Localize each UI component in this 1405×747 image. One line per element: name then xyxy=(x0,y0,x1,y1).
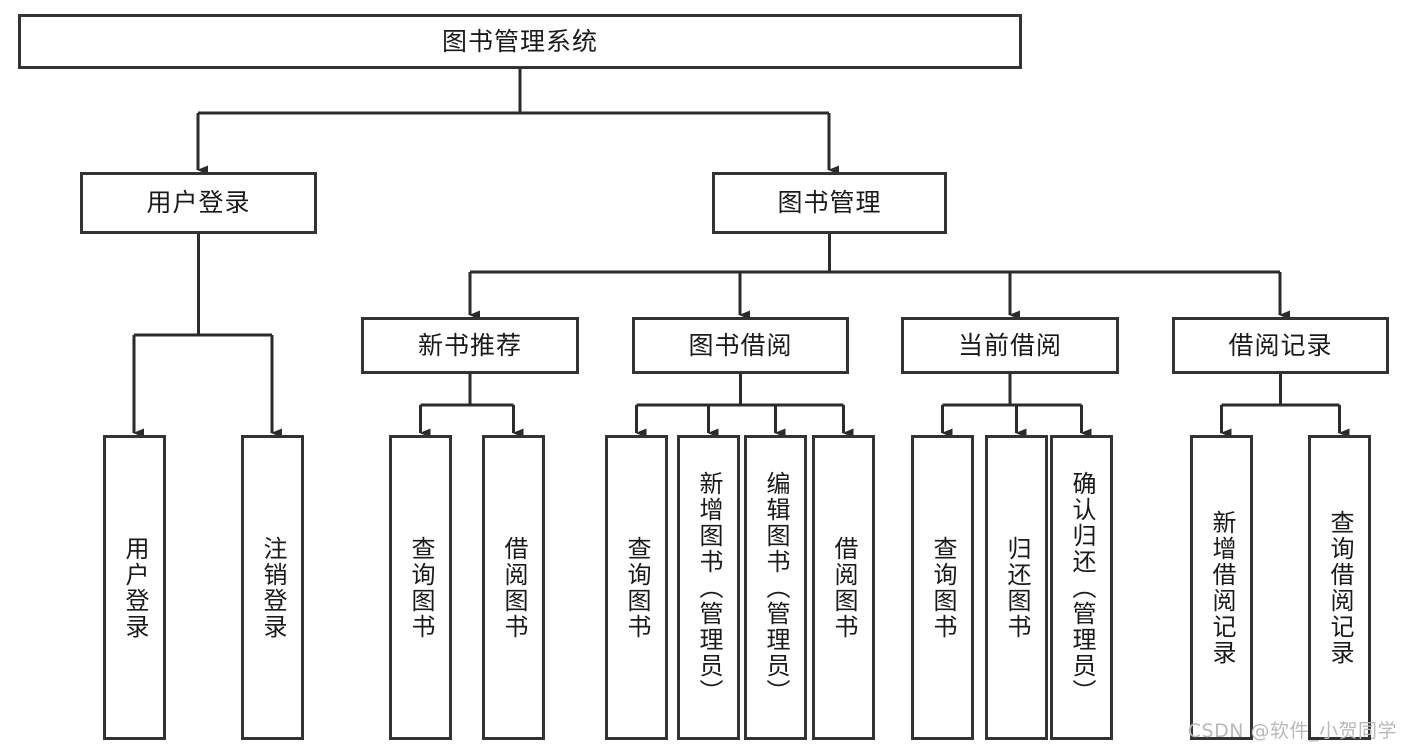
leaf-label: 确认归还（管理员） xyxy=(1067,470,1096,705)
leaf-label: 查询图书 xyxy=(928,535,957,640)
node-root-root[interactable]: 图书管理系统 xyxy=(18,14,1022,69)
leaf-label: 编辑图书（管理员） xyxy=(761,470,790,705)
leaf-label: 借阅图书 xyxy=(499,535,528,640)
leaf-label: 新增图书（管理员） xyxy=(694,470,723,705)
node-leaf-leaf-borrow-book[interactable]: 借阅图书 xyxy=(812,435,875,740)
node-label: 图书借阅 xyxy=(688,330,793,360)
node-label: 图书管理系统 xyxy=(441,26,598,56)
csdn-watermark: CSDN @软件_小贺同学 xyxy=(1187,720,1397,742)
node-label: 图书管理 xyxy=(777,188,882,218)
node-leaf-leaf-logout-login[interactable]: 注销登录 xyxy=(241,435,304,740)
node-leaf-leaf-query-book-borrow[interactable]: 查询图书 xyxy=(605,435,668,740)
node-l3-book-borrow[interactable]: 图书借阅 xyxy=(632,317,849,374)
leaf-label: 新增借阅记录 xyxy=(1207,509,1236,666)
node-l2-book-manage[interactable]: 图书管理 xyxy=(712,172,947,234)
node-l3-new-book-recommend[interactable]: 新书推荐 xyxy=(361,317,579,374)
node-leaf-leaf-return-book[interactable]: 归还图书 xyxy=(985,435,1048,740)
leaf-label: 用户登录 xyxy=(120,535,149,640)
node-l2-user-login[interactable]: 用户登录 xyxy=(80,172,317,234)
node-label: 借阅记录 xyxy=(1228,330,1333,360)
node-label: 当前借阅 xyxy=(957,330,1062,360)
node-leaf-leaf-edit-book-admin[interactable]: 编辑图书（管理员） xyxy=(744,435,807,740)
node-leaf-leaf-borrow-book-recommend[interactable]: 借阅图书 xyxy=(482,435,545,740)
node-leaf-leaf-add-book-admin[interactable]: 新增图书（管理员） xyxy=(677,435,740,740)
node-l3-current-borrow[interactable]: 当前借阅 xyxy=(901,317,1119,374)
node-label: 新书推荐 xyxy=(417,330,522,360)
node-leaf-leaf-confirm-return-admin[interactable]: 确认归还（管理员） xyxy=(1050,435,1113,740)
leaf-label: 借阅图书 xyxy=(829,535,858,640)
node-leaf-leaf-user-login[interactable]: 用户登录 xyxy=(103,435,166,740)
node-leaf-leaf-add-borrow-record[interactable]: 新增借阅记录 xyxy=(1190,435,1253,740)
leaf-label: 注销登录 xyxy=(258,535,287,640)
node-leaf-leaf-query-book-recommend[interactable]: 查询图书 xyxy=(389,435,452,740)
leaf-label: 查询图书 xyxy=(622,535,651,640)
leaf-label: 查询借阅记录 xyxy=(1325,509,1354,666)
node-leaf-leaf-query-borrow-record[interactable]: 查询借阅记录 xyxy=(1308,435,1371,740)
leaf-label: 归还图书 xyxy=(1002,535,1031,640)
node-label: 用户登录 xyxy=(146,188,251,218)
leaf-label: 查询图书 xyxy=(406,535,435,640)
node-leaf-leaf-query-book-current[interactable]: 查询图书 xyxy=(911,435,974,740)
node-l3-borrow-record[interactable]: 借阅记录 xyxy=(1172,317,1389,374)
